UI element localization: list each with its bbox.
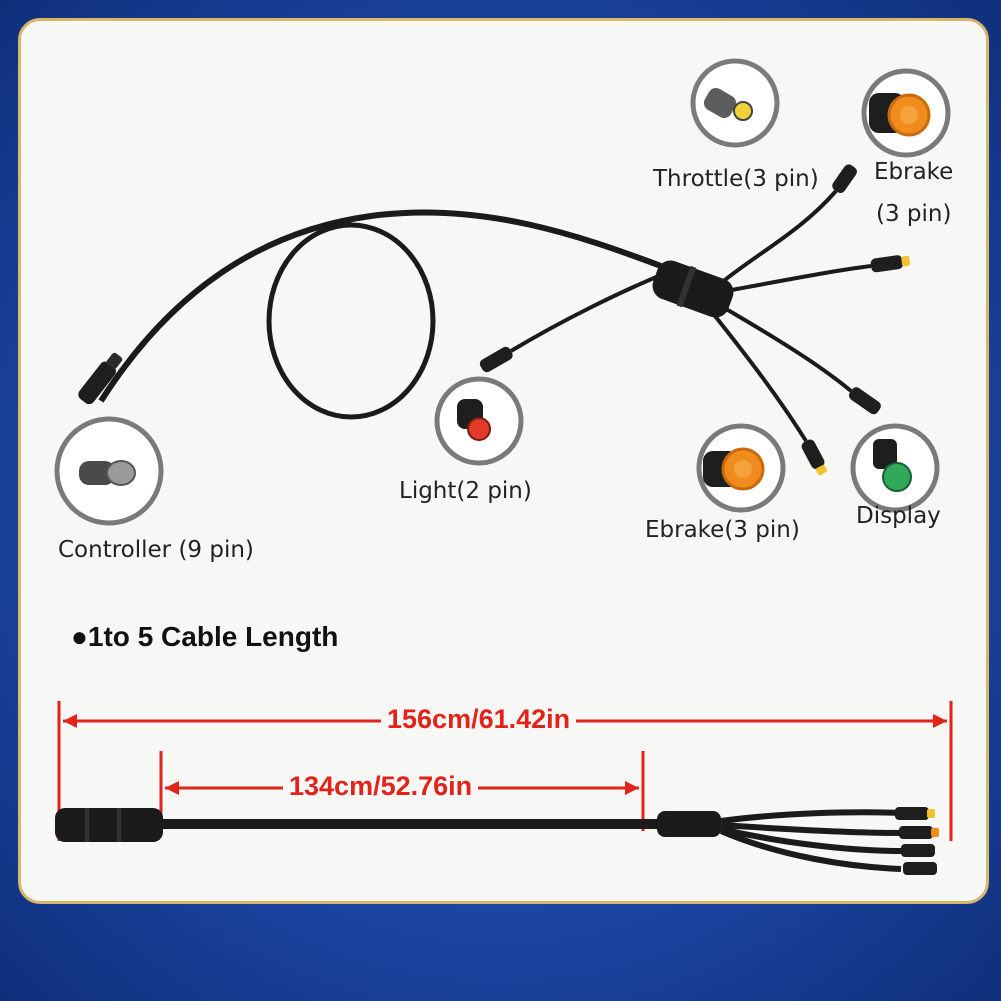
straight-cable <box>55 807 939 875</box>
light-connector <box>479 346 513 373</box>
splitter-body <box>652 260 734 318</box>
branch-cable-light <box>509 269 672 353</box>
branch-cable-display <box>719 304 853 393</box>
ebrake-bottom-label: Ebrake(3 pin) <box>645 517 800 543</box>
branch-cable-ebrake-bottom <box>709 309 808 443</box>
display-connector <box>848 387 881 415</box>
throttle-label: Throttle(3 pin) <box>653 166 819 192</box>
ebrake-top-connector <box>832 164 857 194</box>
display-inset <box>850 423 940 513</box>
cable-illustration <box>54 58 953 875</box>
controller-connector <box>78 352 123 405</box>
ebrake-bottom-inset <box>696 423 786 513</box>
ebrake-top-label-line1: Ebrake <box>874 159 954 185</box>
total-length-label: 156cm/61.42in <box>381 704 577 735</box>
light-inset <box>434 376 524 466</box>
branch-cable-throttle <box>725 264 872 293</box>
ebrake-top-inset <box>861 68 951 158</box>
throttle-inset <box>690 58 780 148</box>
display-label: Display <box>856 503 941 529</box>
ebrake-bottom-connector <box>801 439 828 476</box>
controller-inset <box>54 416 164 526</box>
main-cable <box>98 209 663 403</box>
branch-cable-ebrake-top <box>719 189 838 285</box>
cable-length-heading: ●1to 5 Cable Length <box>71 621 339 652</box>
ebrake-top-label-line2: (3 pin) <box>876 201 952 227</box>
product-panel: Throttle(3 pin) Ebrake (3 pin) Light(2 p… <box>18 18 989 904</box>
throttle-connector <box>870 255 911 273</box>
light-label: Light(2 pin) <box>399 478 532 504</box>
trunk-length-label: 134cm/52.76in <box>283 771 479 802</box>
cable-coil <box>266 222 436 420</box>
controller-label: Controller (9 pin) <box>58 537 254 563</box>
